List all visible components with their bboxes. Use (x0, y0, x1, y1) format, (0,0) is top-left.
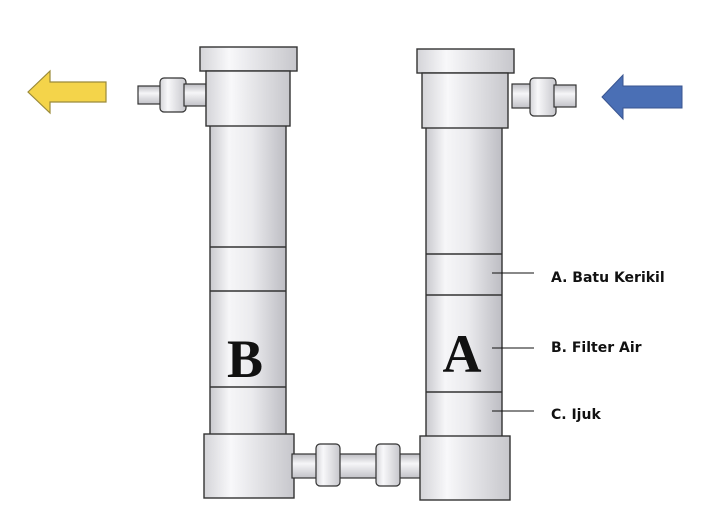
top-cap (199, 46, 298, 72)
connecting-pipe (291, 443, 423, 487)
top-cap (416, 48, 515, 74)
tube-body (209, 123, 287, 437)
outlet-connector (159, 77, 187, 113)
column-a-letter: A (443, 324, 482, 384)
column-b: B (137, 46, 298, 499)
tube-body (425, 125, 503, 439)
label-filter-air: B. Filter Air (551, 340, 642, 356)
label-ijuk: C. Ijuk (551, 407, 601, 423)
bottom-cap (203, 433, 295, 499)
inlet-connector (529, 77, 557, 117)
connector-left (315, 443, 341, 487)
connector-right (375, 443, 401, 487)
column-a: A (416, 48, 577, 501)
inflow-arrow-icon (601, 73, 683, 121)
outflow-arrow-icon (27, 69, 107, 115)
label-batu-kerikil: A. Batu Kerikil (551, 270, 665, 286)
inlet-pipe (553, 84, 577, 108)
column-b-letter: B (227, 329, 263, 389)
bottom-cap (419, 435, 511, 501)
